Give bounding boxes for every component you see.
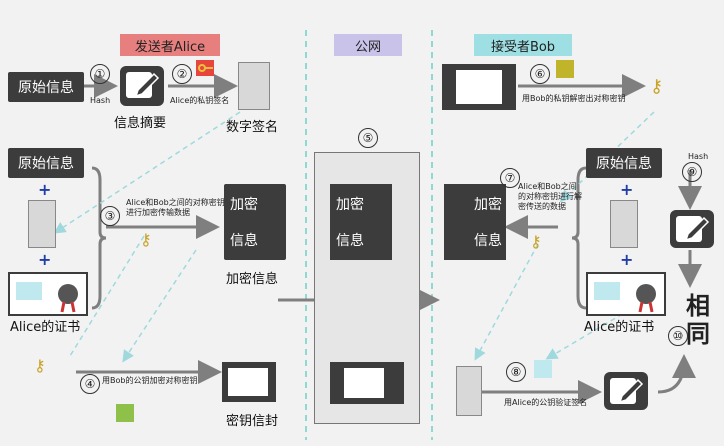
jiami-text-3: 加密 <box>474 197 502 213</box>
certificate-icon-1 <box>8 272 88 316</box>
step-8-marker: ⑧ <box>506 362 526 382</box>
jiami-text-1: 加密 <box>230 197 258 213</box>
alice-public-key-icon <box>534 360 552 378</box>
plus-icon-4: + <box>620 250 634 269</box>
sym-key-icon-4: ⚷ <box>530 232 542 251</box>
received-envelope-icon <box>442 64 516 110</box>
alice-cert-label-2: Alice的证书 <box>584 320 655 335</box>
bob-priv-dec-label: 用Bob的私钥解密出对称密钥 <box>522 94 626 103</box>
alice-pub-verify-label: 用Alice的公钥验证签名 <box>504 398 588 407</box>
signature-doc-icon-2 <box>610 200 638 248</box>
sym-key-icon-2: ⚷ <box>34 356 46 375</box>
encrypted-info-box-receiver: 加密 信息 <box>444 184 506 260</box>
sym-key-enc-label: Alice和Bob之间的对称密钥进行加密传输数据 <box>126 198 225 217</box>
signature-doc-icon <box>28 200 56 248</box>
encrypted-info-box-public: 加密 信息 <box>330 184 392 260</box>
step-2-marker: ② <box>172 64 192 84</box>
sym-key-dec-label: Alice和Bob之间的对称密钥进行解密传送的数据 <box>518 182 582 211</box>
sender-header: 发送者Alice <box>120 34 220 56</box>
step-1-marker: ① <box>90 64 110 84</box>
key-envelope-icon <box>222 362 276 402</box>
encrypted-info-box-sender: 加密 信息 <box>224 184 286 260</box>
step-5-marker: ⑤ <box>358 128 378 148</box>
digest-icon-verify <box>604 372 648 410</box>
same-label: 相同 <box>686 292 710 348</box>
encrypted-info-label: 加密信息 <box>226 272 279 287</box>
bob-public-key-icon <box>116 404 134 422</box>
original-info-box-3: 原始信息 <box>586 148 662 178</box>
sym-key-icon-1: ⚷ <box>140 230 152 249</box>
xinxi-text-2: 信息 <box>336 233 364 249</box>
public-header: 公网 <box>334 34 402 56</box>
signature-label: 数字签名 <box>226 120 279 135</box>
alice-cert-label-1: Alice的证书 <box>10 320 81 335</box>
jiami-text-2: 加密 <box>336 197 364 213</box>
digest-label: 信息摘要 <box>114 116 167 131</box>
plus-icon-1: + <box>38 180 52 199</box>
xinxi-text-1: 信息 <box>230 233 258 249</box>
bob-private-key-icon <box>556 60 574 78</box>
hash-label-2: Hash <box>688 152 709 161</box>
certificate-icon-2 <box>586 272 666 316</box>
private-key-label: Alice的私钥签名 <box>170 96 230 105</box>
signature-scroll-icon <box>238 62 270 110</box>
key-envelope-label: 密钥信封 <box>226 414 279 429</box>
step-9-marker: ⑨ <box>682 162 702 182</box>
step-4-marker: ④ <box>80 374 100 394</box>
xinxi-text-3: 信息 <box>474 233 502 249</box>
step-3-marker: ③ <box>100 206 120 226</box>
key-envelope-public-icon <box>330 362 404 404</box>
digest-icon <box>120 66 164 106</box>
step-7-marker: ⑦ <box>500 168 520 188</box>
bob-pub-enc-label: 用Bob的公钥加密对称密钥 <box>102 376 198 385</box>
step-10-marker: ⑩ <box>668 326 688 346</box>
receiver-header: 接受者Bob <box>474 34 572 56</box>
private-key-icon <box>196 60 214 76</box>
plus-icon-2: + <box>38 250 52 269</box>
step-6-marker: ⑥ <box>530 64 550 84</box>
sym-key-icon-3: ⚷ <box>650 76 664 97</box>
signature-doc-icon-3 <box>456 366 482 416</box>
original-info-box-1: 原始信息 <box>8 72 84 102</box>
digest-icon-receiver <box>670 210 714 248</box>
original-info-box-2: 原始信息 <box>8 148 84 178</box>
hash-label-1: Hash <box>90 96 111 105</box>
plus-icon-3: + <box>620 180 634 199</box>
